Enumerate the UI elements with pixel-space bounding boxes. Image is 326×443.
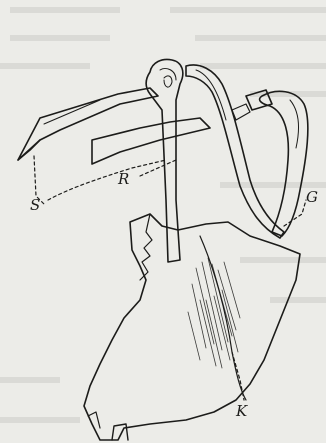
acromion-process (18, 88, 158, 160)
label-s: S (30, 198, 40, 213)
clavicle (186, 65, 284, 238)
coracoid-bar (92, 118, 210, 164)
label-g: G (306, 190, 318, 205)
label-k: K (236, 404, 247, 419)
label-r: R (118, 172, 129, 187)
